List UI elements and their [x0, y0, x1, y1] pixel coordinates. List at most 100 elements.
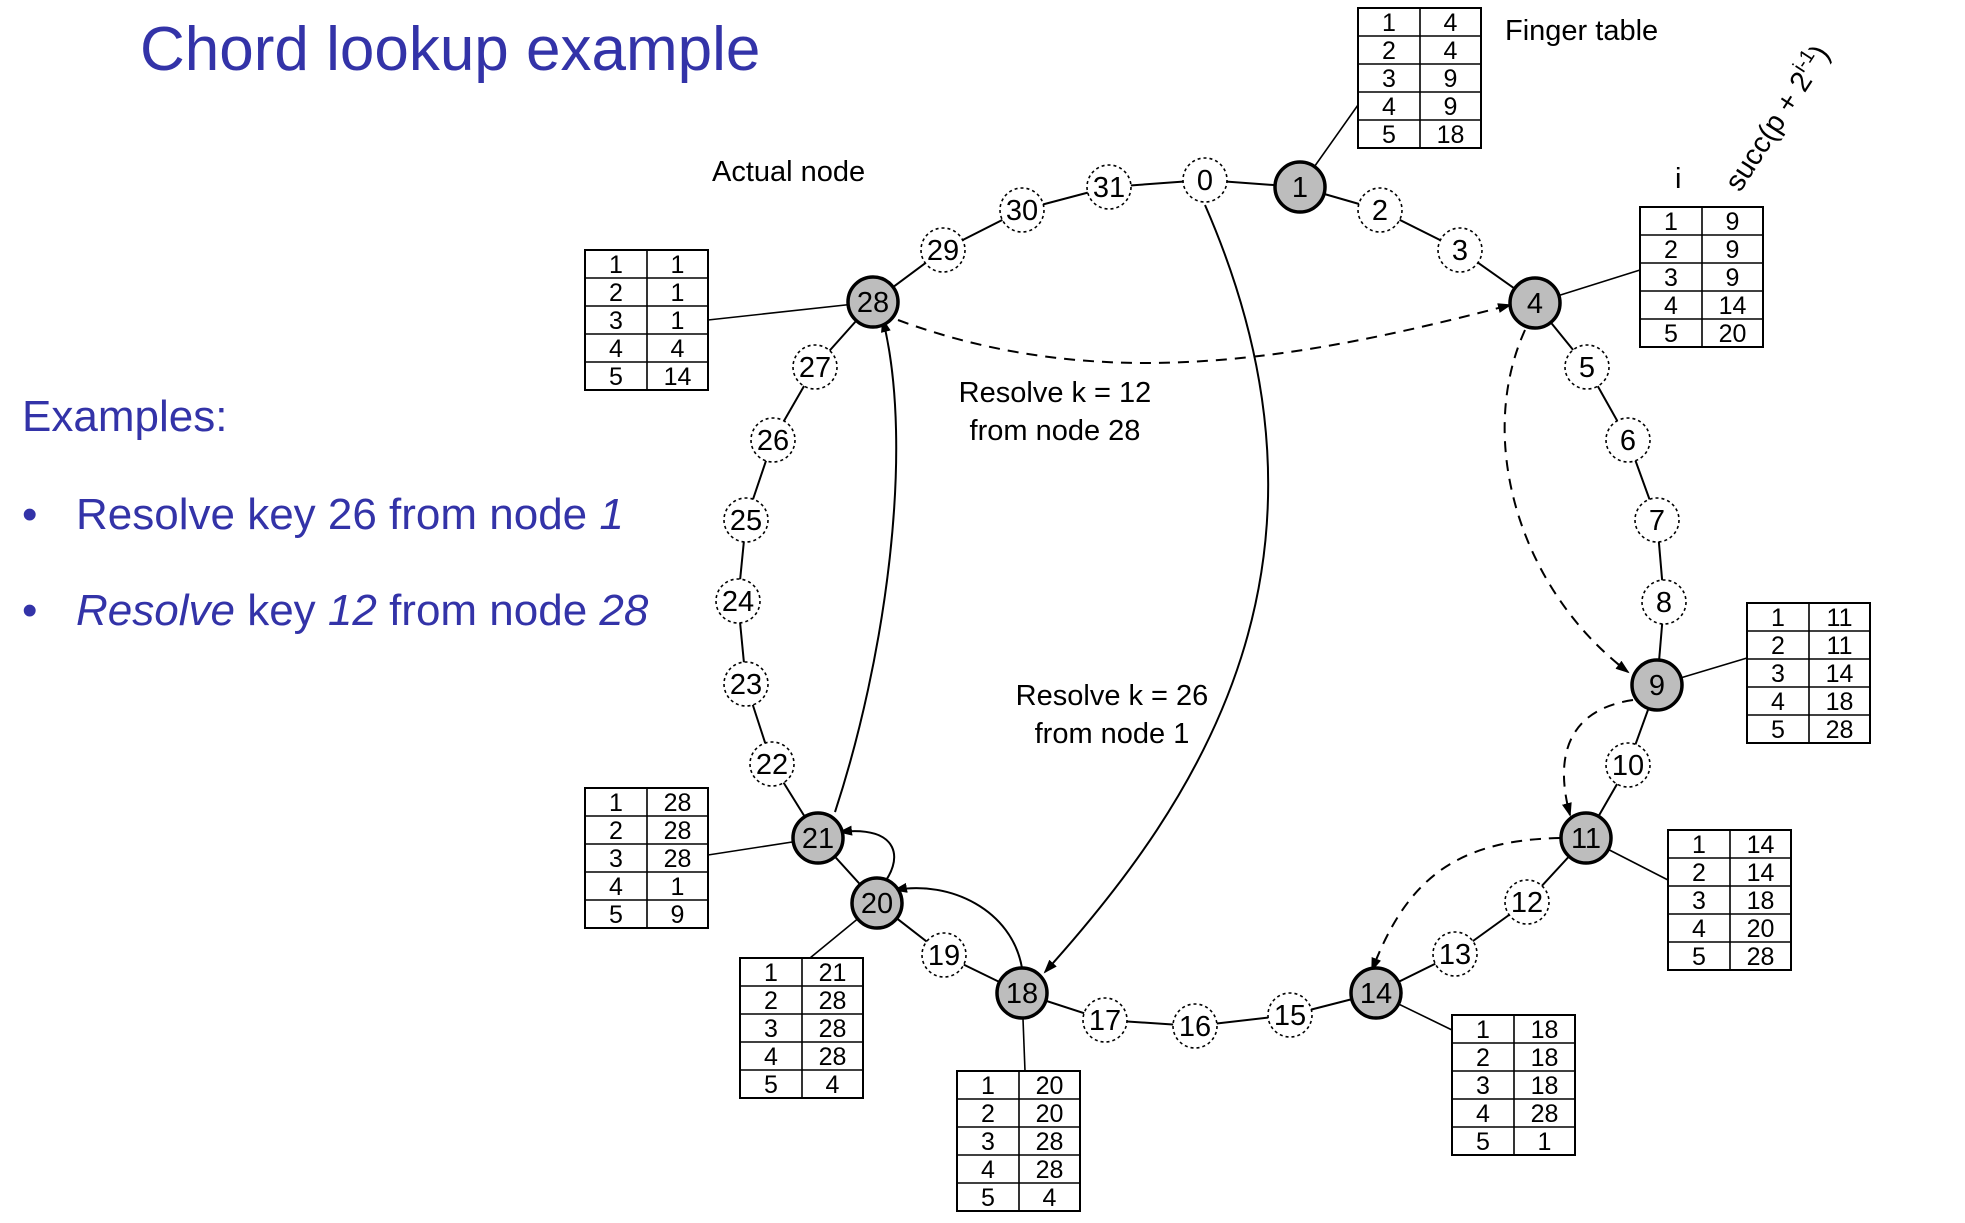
- key-circle: [750, 417, 796, 463]
- key-label: 27: [799, 352, 831, 384]
- key-label: 30: [1006, 195, 1038, 227]
- finger-index-cell: 3: [609, 307, 623, 335]
- ring-node-14: 14: [1349, 966, 1403, 1020]
- key-label: 7: [1649, 505, 1665, 537]
- key-label: 17: [1089, 1005, 1121, 1037]
- finger-index-cell: 3: [1664, 264, 1678, 292]
- finger-index-cell: 1: [764, 959, 778, 987]
- node-label: 11: [1571, 823, 1601, 855]
- finger-index-cell: 2: [609, 279, 623, 307]
- bullet-1-node: 1: [599, 490, 624, 539]
- ring-key-26: 26: [750, 417, 796, 463]
- finger-successor-cell: 14: [664, 363, 692, 391]
- finger-successor-cell: 18: [1747, 887, 1775, 915]
- finger-successor-cell: 1: [671, 251, 685, 279]
- key-circle: [1182, 157, 1228, 203]
- key-label: 15: [1274, 1000, 1306, 1032]
- node-label: 1: [1292, 172, 1308, 204]
- finger-index-cell: 3: [1771, 660, 1785, 688]
- ring-key-17: 17: [1082, 997, 1128, 1043]
- key-circle: [1267, 992, 1313, 1038]
- ring-key-31: 31: [1086, 164, 1132, 210]
- finger-index-cell: 5: [764, 1071, 778, 1099]
- key-circle: [723, 497, 769, 543]
- key-label: 26: [757, 425, 789, 457]
- finger-index-cell: 4: [981, 1156, 995, 1184]
- finger-successor-cell: 9: [671, 901, 685, 929]
- finger-successor-cell: 14: [1719, 292, 1747, 320]
- finger-successor-cell: 28: [1531, 1100, 1559, 1128]
- ring-key-19: 19: [921, 932, 967, 978]
- finger-successor-cell: 14: [1826, 660, 1854, 688]
- bullet-symbol: •: [22, 586, 38, 635]
- ring-key-16: 16: [1172, 1003, 1218, 1049]
- node-label: 18: [1006, 978, 1038, 1010]
- finger-index-cell: 3: [764, 1015, 778, 1043]
- finger-index-cell: 3: [981, 1128, 995, 1156]
- finger-successor-cell: 20: [1036, 1072, 1064, 1100]
- finger-index-cell: 1: [1382, 9, 1396, 37]
- finger-successor-cell: 20: [1747, 915, 1775, 943]
- finger-index-cell: 4: [1692, 915, 1706, 943]
- key-label: 25: [730, 505, 762, 537]
- node-circle: [1630, 658, 1684, 712]
- finger-successor-cell: 4: [1444, 9, 1458, 37]
- finger-successor-cell: 28: [664, 817, 692, 845]
- key-label: 13: [1439, 939, 1471, 971]
- key-circle: [921, 932, 967, 978]
- resolve-12-label-line2: from node 28: [970, 415, 1141, 447]
- finger-successor-cell: 28: [664, 845, 692, 873]
- finger-index-cell: 2: [1664, 236, 1678, 264]
- finger-successor-cell: 11: [1827, 632, 1853, 660]
- finger-index-cell: 3: [1692, 887, 1706, 915]
- finger-successor-cell: 20: [1719, 320, 1747, 348]
- ring-key-2: 2: [1357, 187, 1403, 233]
- key-label: 31: [1093, 172, 1125, 204]
- node-circle: [995, 966, 1049, 1020]
- ring-key-24: 24: [715, 578, 761, 624]
- key-label: 19: [928, 940, 960, 972]
- examples-heading: Examples:: [22, 392, 228, 441]
- key-circle: [1564, 344, 1610, 390]
- finger-successor-cell: 20: [1036, 1100, 1064, 1128]
- key-circle: [1437, 227, 1483, 273]
- ring-key-22: 22: [749, 741, 795, 787]
- finger-index-cell: 4: [1476, 1100, 1490, 1128]
- finger-successor-cell: 9: [1726, 236, 1740, 264]
- finger-successor-cell: 28: [1747, 943, 1775, 971]
- finger-index-cell: 2: [1692, 859, 1706, 887]
- finger-index-cell: 2: [1476, 1044, 1490, 1072]
- finger-successor-cell: 28: [1036, 1128, 1064, 1156]
- node-label: 28: [857, 287, 889, 319]
- bullet-2-node: 28: [599, 586, 649, 635]
- key-circle: [792, 344, 838, 390]
- key-circle: [1086, 164, 1132, 210]
- finger-successor-cell: 28: [664, 789, 692, 817]
- finger-successor-cell: 4: [671, 335, 685, 363]
- resolve-26-label-line2: from node 1: [1035, 718, 1190, 750]
- finger-index-cell: 4: [609, 873, 623, 901]
- actual-node-label: Actual node: [712, 156, 865, 188]
- node-circle: [846, 275, 900, 329]
- finger-table-leader: [707, 301, 874, 321]
- finger-index-cell: 1: [609, 789, 623, 817]
- key-circle: [749, 741, 795, 787]
- key-circle: [1605, 417, 1651, 463]
- key-label: 2: [1372, 195, 1388, 227]
- finger-index-cell: 3: [609, 845, 623, 873]
- ring-key-5: 5: [1564, 344, 1610, 390]
- finger-successor-cell: 28: [819, 1015, 847, 1043]
- finger-successor-cell: 14: [1747, 831, 1775, 859]
- finger-index-cell: 5: [1476, 1128, 1490, 1156]
- finger-successor-cell: 18: [1826, 688, 1854, 716]
- finger-index-cell: 5: [1692, 943, 1706, 971]
- finger-index-cell: 4: [1771, 688, 1785, 716]
- key-label: 6: [1620, 425, 1636, 457]
- node-circle: [791, 811, 845, 865]
- finger-index-cell: 4: [1664, 292, 1678, 320]
- slide-title: Chord lookup example: [140, 15, 761, 84]
